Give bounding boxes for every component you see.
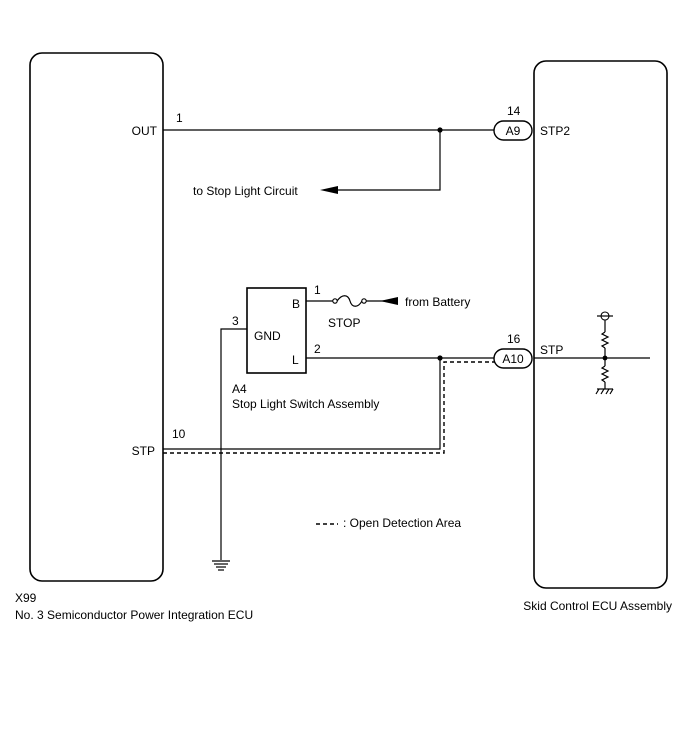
arrow-to-stop-light [320, 186, 338, 194]
switch-pin-gnd-label: GND [254, 329, 281, 343]
wire-gnd-to-ground [220, 328, 247, 560]
fuse-label: STOP [328, 316, 360, 330]
connector-a10 [493, 348, 533, 369]
internal-ground-hatch-4 [609, 388, 614, 395]
left-ecu-name: No. 3 Semiconductor Power Integration EC… [15, 608, 253, 622]
fuse-symbol [336, 295, 363, 307]
fuse-terminal-left [332, 298, 338, 304]
open-detection-path [163, 361, 496, 454]
internal-pullup-resistor [600, 331, 610, 349]
switch-pin-gnd-number: 3 [232, 314, 239, 328]
left-pin-out-label: OUT [132, 124, 158, 138]
right-pin-stp-number: 16 [507, 332, 521, 346]
wire-to-stop-light-circuit [330, 130, 441, 191]
left-ecu-code: X99 [15, 591, 37, 605]
left-pin-out-number: 1 [176, 111, 183, 125]
internal-ground-hatch-2 [600, 388, 605, 395]
switch-code-label: A4 [232, 382, 247, 396]
switch-pin-b-number: 1 [314, 283, 321, 297]
switch-pin-l-label: L [292, 353, 299, 367]
internal-ground-hatch-1 [595, 388, 600, 395]
to-stop-light-circuit-label: to Stop Light Circuit [193, 184, 298, 198]
right-ecu-box [533, 60, 668, 589]
left-pin-stp-number: 10 [172, 427, 186, 441]
right-pin-stp2-number: 14 [507, 104, 521, 118]
from-battery-label: from Battery [405, 295, 470, 309]
right-pin-stp2-label: STP2 [540, 124, 570, 138]
internal-ground-hatch-3 [605, 388, 610, 395]
fuse-terminal-right [361, 298, 367, 304]
switch-pin-l-number: 2 [314, 342, 321, 356]
arrow-from-battery [380, 297, 398, 305]
connector-a10-label: A10 [502, 352, 524, 366]
right-ecu-name: Skid Control ECU Assembly [523, 599, 672, 613]
stop-light-switch-box [246, 287, 307, 374]
left-ecu-box [29, 52, 164, 582]
right-pin-stp-label: STP [540, 343, 563, 357]
legend-label: : Open Detection Area [343, 516, 461, 530]
wire-junction-to-left-stp [163, 358, 441, 450]
internal-pulldown-resistor [600, 365, 610, 383]
left-pin-stp-label: STP [132, 444, 155, 458]
switch-pin-b-label: B [292, 297, 300, 311]
switch-name-label: Stop Light Switch Assembly [232, 397, 379, 411]
connector-a9 [493, 120, 533, 141]
connector-a9-label: A9 [506, 124, 521, 138]
